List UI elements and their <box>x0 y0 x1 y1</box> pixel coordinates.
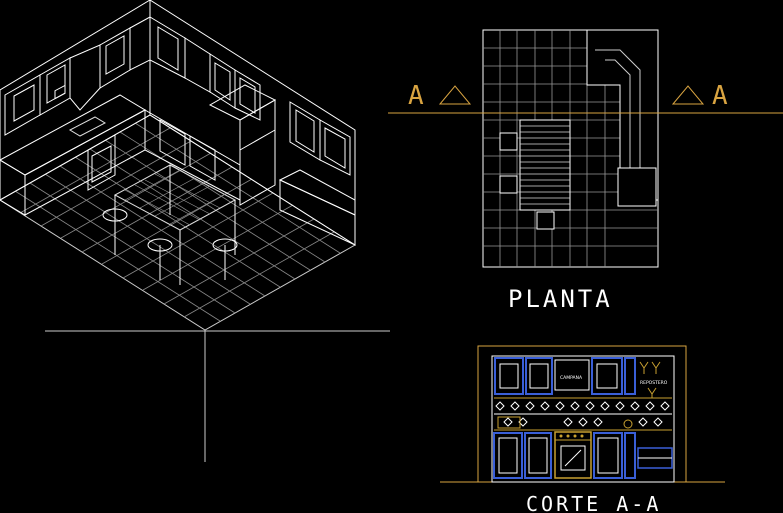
section-arrow-left <box>438 85 472 105</box>
plan-view <box>482 29 659 268</box>
iso-range-hood <box>69 44 101 111</box>
section-tile-band <box>494 397 672 431</box>
iso-oven <box>87 134 116 191</box>
iso-floor-tiles <box>14 122 341 322</box>
section-base-cabinets <box>493 432 673 479</box>
section-upper-cabinets <box>494 357 636 395</box>
plan-title: PLANTA <box>508 285 613 313</box>
section-mark-left: A <box>408 81 424 111</box>
section-title: CORTE A-A <box>526 492 661 513</box>
section-view <box>440 345 725 483</box>
iso-upper-cabinets-right <box>149 16 351 176</box>
section-mark-right: A <box>712 81 728 111</box>
iso-axis-lines <box>45 330 390 462</box>
section-interior <box>491 355 675 483</box>
section-pantry-label: REPOSTERO <box>640 380 668 386</box>
plan-stool <box>499 132 518 151</box>
plan-stool <box>499 175 518 194</box>
plan-stove <box>617 167 657 207</box>
section-glasses <box>639 361 661 398</box>
section-cut-line <box>388 85 783 114</box>
section-hood-label: CAMPANA <box>560 375 583 381</box>
section-arrow-right <box>671 85 705 105</box>
plan-stool <box>536 211 555 230</box>
iso-cooktop <box>68 116 107 137</box>
isometric-kitchen-view <box>0 0 356 331</box>
iso-refrigerator <box>208 84 277 206</box>
section-stove <box>554 431 592 479</box>
iso-base-counter-right <box>144 109 356 246</box>
iso-stools <box>102 208 238 280</box>
section-hood <box>554 359 590 391</box>
plan-table <box>519 119 571 211</box>
iso-dining-table <box>113 164 237 285</box>
